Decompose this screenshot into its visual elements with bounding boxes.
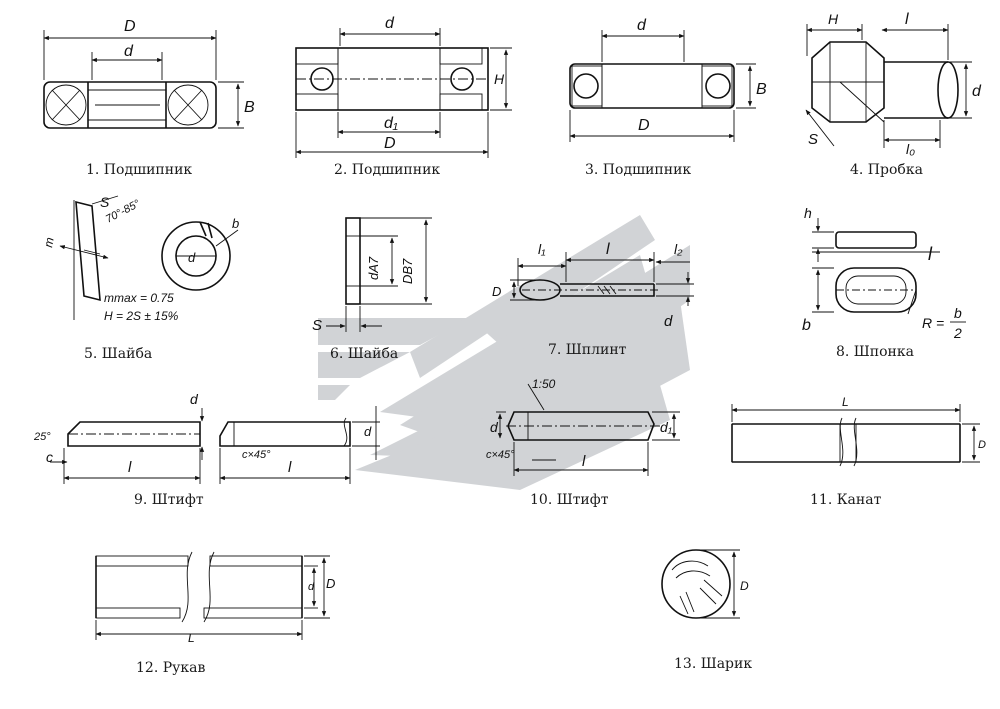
dim-D: D: [124, 18, 136, 35]
dim-dA7: dA7: [366, 256, 381, 280]
dim-l: l: [128, 459, 132, 476]
dim-l: l: [288, 459, 292, 476]
dim-d: d: [490, 419, 499, 435]
caption-rope: 11. Канат: [810, 492, 882, 508]
dim-l: l: [582, 453, 586, 470]
figure-cotter-pin: l₁ l l₂ D d: [492, 241, 694, 330]
dim-D: D: [326, 576, 335, 591]
dim-B: B: [756, 81, 767, 98]
dim-D: D: [492, 284, 501, 299]
dim-cx45: c×45°: [242, 449, 271, 461]
figure-ball: D: [661, 549, 749, 619]
dim-l0: l₀: [906, 141, 915, 157]
dim-taper: 1:50: [532, 377, 556, 391]
figure-bearing-1: D d B: [43, 18, 255, 129]
caption-pin-9: 9. Штифт: [134, 492, 204, 508]
dim-h: h: [804, 205, 812, 221]
mmax-note: mmax = 0.75: [104, 291, 174, 305]
figure-sleeve: d D L: [95, 551, 335, 645]
dim-D: D: [638, 117, 650, 134]
dim-D: D: [384, 135, 396, 152]
dim-deg25: 25°: [33, 431, 51, 443]
figure-washer-5: S 70°-85° m b d mmax = 0.75 H = 2S ± 15%: [41, 194, 239, 323]
dim-cx45: c×45°: [486, 449, 515, 461]
dim-H: H: [828, 11, 839, 27]
caption-bearing-2: 2. Подшипник: [334, 162, 441, 178]
caption-sleeve: 12. Рукав: [136, 660, 206, 676]
dim-R: R =: [922, 315, 944, 331]
caption-ball: 13. Шарик: [674, 656, 753, 672]
dim-H: H: [494, 71, 505, 87]
figure-key: h l b R = b 2: [802, 205, 966, 341]
dim-d: d: [188, 250, 196, 265]
figure-bearing-2: d d₁ D H: [295, 15, 512, 158]
caption-key: 8. Шпонка: [836, 344, 914, 360]
dim-l1: l₁: [538, 241, 546, 257]
caption-bearing-3: 3. Подшипник: [585, 162, 692, 178]
caption-cotter-pin: 7. Шплинт: [548, 342, 627, 358]
dim-B: B: [244, 99, 255, 116]
dim-d: d: [190, 391, 199, 407]
dim-b-num: b: [954, 305, 962, 321]
dim-d: d: [364, 424, 372, 439]
dim-l2: l₂: [674, 241, 683, 257]
dim-c: c: [46, 449, 53, 465]
figure-rope: L D: [731, 395, 986, 467]
dim-b-den: 2: [953, 325, 962, 341]
dim-l: l: [606, 241, 610, 258]
dim-L: L: [188, 631, 195, 645]
dim-D: D: [978, 439, 986, 451]
dim-S: S: [808, 131, 818, 148]
dim-b: b: [802, 317, 811, 334]
dim-d1: d₁: [660, 419, 673, 435]
dim-d: d: [385, 15, 395, 32]
dim-d: d: [308, 581, 315, 593]
caption-plug: 4. Пробка: [850, 162, 923, 178]
dim-d: d: [637, 17, 647, 34]
figure-pin-9: 25° c l d c×45° l d: [33, 391, 380, 484]
watermark-logo: [318, 215, 690, 490]
dim-DB7: DB7: [400, 258, 415, 284]
caption-bearing-1: 1. Подшипник: [86, 162, 193, 178]
caption-washer-6: 6. Шайба: [330, 346, 399, 362]
dim-b: b: [232, 216, 239, 231]
dim-D: D: [740, 579, 749, 593]
figure-pin-10: 1:50 d d₁ c×45° l: [486, 377, 680, 476]
figure-plug: H l d l₀ S: [805, 11, 982, 157]
dim-L: L: [842, 395, 849, 409]
dim-d: d: [124, 43, 134, 60]
angle-label: 70°-85°: [104, 197, 143, 225]
dim-l: l: [928, 244, 933, 264]
dim-l: l: [905, 11, 909, 28]
dim-d: d: [664, 313, 673, 330]
dim-m: m: [41, 236, 57, 248]
dim-d: d: [972, 83, 982, 100]
caption-washer-5: 5. Шайба: [84, 346, 153, 362]
figure-bearing-3: d D B: [569, 17, 767, 142]
dim-S: S: [312, 317, 322, 334]
dim-d1: d₁: [384, 115, 398, 132]
dim-S: S: [100, 194, 110, 210]
figure-washer-6: dA7 DB7 S: [312, 217, 432, 334]
caption-pin-10: 10. Штифт: [530, 492, 609, 508]
h2s-note: H = 2S ± 15%: [104, 309, 179, 323]
